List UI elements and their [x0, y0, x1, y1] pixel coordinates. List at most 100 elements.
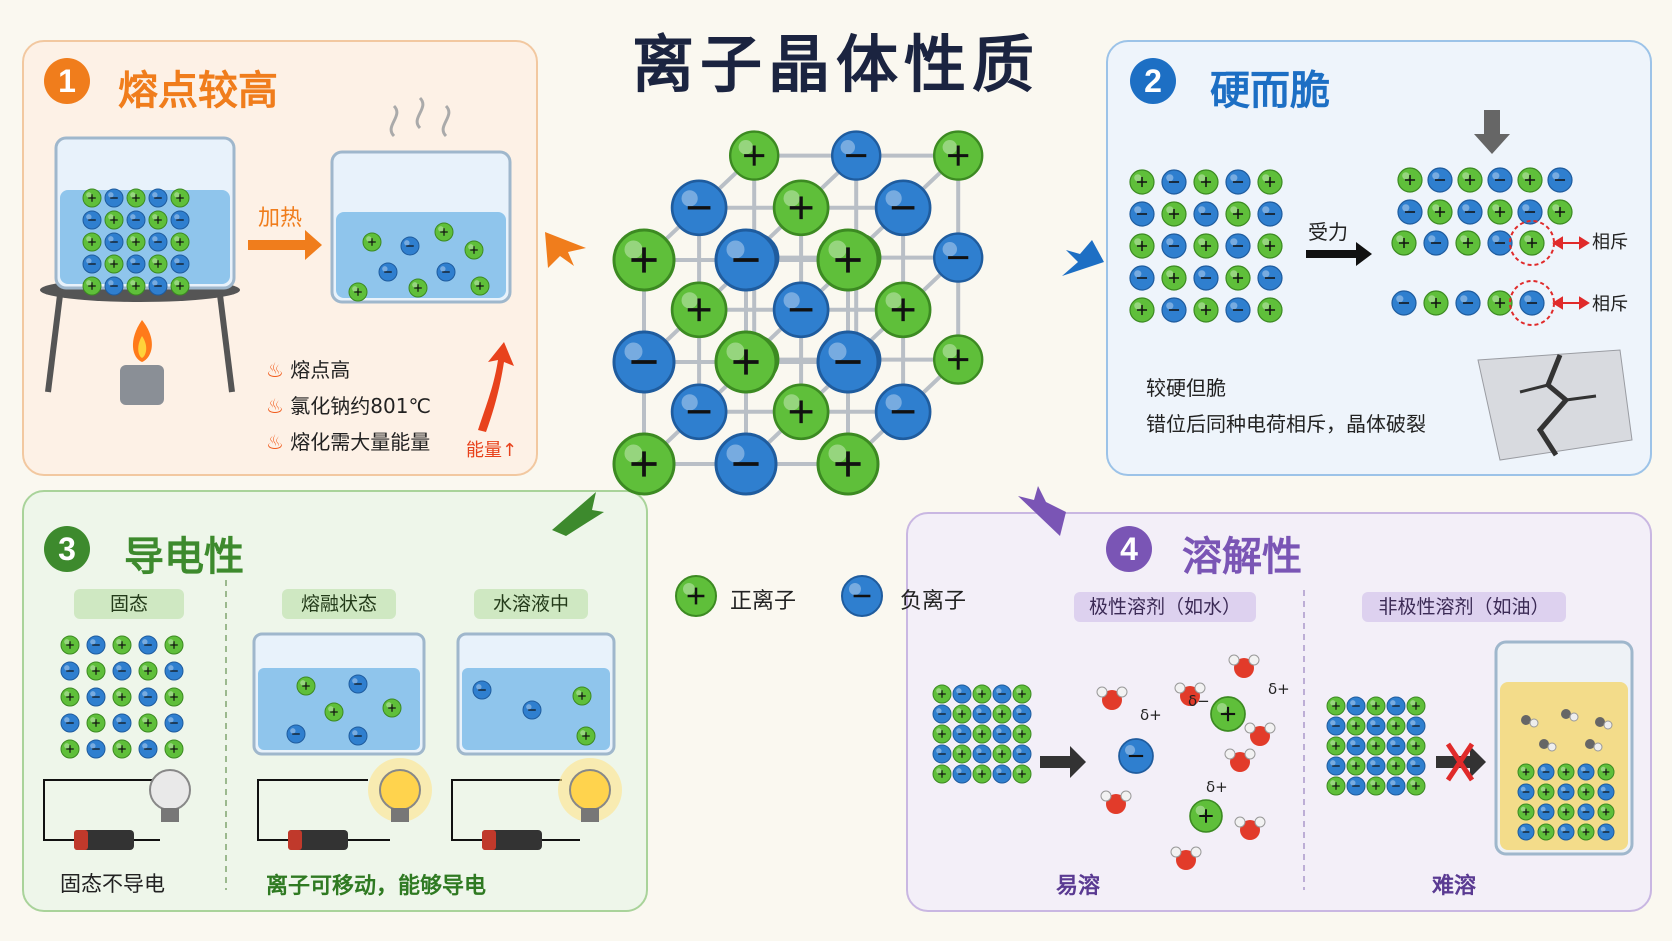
panel-3-heading: 导电性: [124, 534, 244, 580]
anion-ball: [1225, 297, 1251, 323]
anion-ball: [831, 130, 882, 181]
cation-ball: [112, 739, 132, 759]
flame-icon: ♨: [266, 394, 284, 418]
delta-plus-label-2: δ+: [1268, 680, 1290, 698]
anion-ball: [348, 726, 368, 746]
dissolving-crystal: [932, 684, 1032, 784]
cation-ball: [148, 254, 168, 274]
panel-4-heading: 溶解性: [1182, 534, 1302, 580]
cation-ball: [874, 281, 932, 339]
anion-ball: [1519, 290, 1545, 316]
cation-ball: [1257, 169, 1283, 195]
cation-ball: [670, 281, 728, 339]
anion-ball: [1161, 169, 1187, 195]
battery-icon: [482, 830, 542, 850]
anion-ball: [1129, 201, 1155, 227]
anion-ball: [522, 700, 542, 720]
repel-label-2: 相斥: [1592, 294, 1628, 315]
cation-ball: [170, 188, 190, 208]
steam-icon: [389, 96, 451, 138]
cation-ball: [816, 432, 880, 496]
anion-ball: [82, 210, 102, 230]
anion-ball: [1537, 803, 1555, 821]
water-molecule: [1174, 682, 1206, 706]
anion-ball: [1257, 265, 1283, 291]
arrow-to-lattice-1: [545, 232, 586, 268]
cation-ball: [1423, 290, 1449, 316]
anion-ball: [1406, 716, 1426, 736]
oil-molecule: [1561, 709, 1579, 722]
anion-ball: [1366, 756, 1386, 776]
energy-arrow-icon: [478, 342, 514, 432]
cation-ball: [612, 228, 676, 292]
bulb-icon: [368, 758, 432, 822]
tab-solution: 水溶液中: [474, 589, 588, 619]
anion-ball: [400, 236, 420, 256]
anion-ball: [932, 704, 952, 724]
cation-ball: [470, 276, 490, 296]
anion-ball: [1118, 738, 1154, 774]
energy-label: 能量↑: [466, 440, 518, 461]
anion-ball: [1225, 233, 1251, 259]
cation-ball: [1557, 763, 1575, 781]
anion-ball: [1487, 167, 1513, 193]
cation-ball: [82, 232, 102, 252]
water-molecule: [1100, 790, 1132, 814]
cation-ball: [1386, 756, 1406, 776]
undissolved-crystal: [1326, 696, 1426, 796]
brittle-desc-1: 较硬但脆: [1146, 376, 1226, 400]
water-molecule: [1170, 846, 1202, 870]
cation-ball: [1326, 736, 1346, 756]
cation-ball: [612, 432, 676, 496]
cation-ball: [104, 254, 124, 274]
cation-ball: [714, 330, 778, 394]
anion-ball: [1366, 716, 1386, 736]
cation-ball: [1326, 696, 1346, 716]
cation-ball: [170, 276, 190, 296]
bulb-icon: [558, 758, 622, 822]
cation-ball: [1012, 764, 1032, 784]
cation-ball: [362, 232, 382, 252]
anion-ball: [104, 232, 124, 252]
cation-ball: [382, 698, 402, 718]
bullet-3: ♨ 熔化需大量能量: [266, 430, 431, 454]
anion-ball: [1537, 763, 1555, 781]
anion-ball: [952, 724, 972, 744]
cation-ball: [576, 726, 596, 746]
anion-ball: [1012, 744, 1032, 764]
anion-ball: [1346, 776, 1366, 796]
panel-arrows: [545, 232, 1104, 536]
no-conduct-label: 固态不导电: [60, 872, 165, 896]
anion-ball: [1427, 167, 1453, 193]
cation-ball: [992, 744, 1012, 764]
hydrated-ions: [1096, 654, 1276, 870]
anion-ball: [972, 704, 992, 724]
anion-ball: [138, 739, 158, 759]
brittle-desc-2: 错位后同种电荷相斥，晶体破裂: [1146, 412, 1426, 436]
water-molecule: [1228, 654, 1260, 678]
circuits: [43, 758, 622, 850]
repel-arrow-icon: [1552, 296, 1590, 310]
tab-molten: 熔融状态: [282, 589, 396, 619]
panel-1-heading: 熔点较高: [118, 68, 278, 114]
mobile-ions: [286, 674, 596, 746]
arrow-icon: [248, 230, 322, 260]
repel-label-1: 相斥: [1592, 232, 1628, 253]
anion-ball: [1161, 233, 1187, 259]
anion-ball: [1597, 823, 1615, 841]
water-molecule: [1096, 686, 1128, 710]
cation-ball: [434, 222, 454, 242]
cation-ball: [1225, 201, 1251, 227]
delta-minus-label: δ−: [1188, 692, 1210, 710]
anion-ball: [972, 744, 992, 764]
easy-label: 易溶: [1056, 874, 1101, 899]
cation-ball: [952, 704, 972, 724]
cation-ball: [138, 713, 158, 733]
cation-ball: [408, 278, 428, 298]
anion-ball: [164, 713, 184, 733]
cation-ball: [1537, 783, 1555, 801]
tab-nonpolar: 非极性溶剂（如油）: [1362, 592, 1566, 622]
arrow-to-lattice-2: [1062, 240, 1104, 276]
burner: [120, 365, 164, 405]
